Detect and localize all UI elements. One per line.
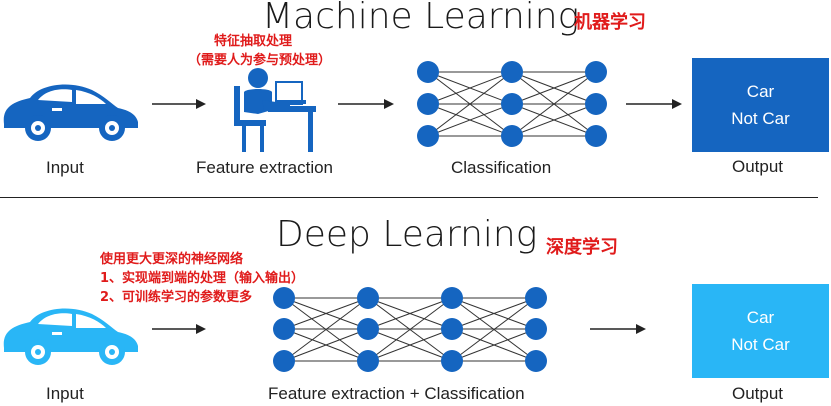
network-node bbox=[525, 350, 547, 372]
network-node bbox=[357, 318, 379, 340]
label-feature-extraction-classification: Feature extraction + Classification bbox=[268, 384, 525, 403]
output-box-ml: Car Not Car bbox=[692, 58, 829, 152]
label-feature-extraction: Feature extraction bbox=[196, 158, 334, 177]
network-node bbox=[273, 350, 295, 372]
network-node bbox=[525, 287, 547, 309]
page-title-deep-learning: Deep Learning bbox=[276, 214, 538, 255]
output-not-car-label: Not Car bbox=[731, 109, 790, 128]
arrow-right-icon bbox=[152, 99, 206, 109]
label-classification: Classification bbox=[451, 158, 552, 177]
network-edge bbox=[451, 297, 537, 330]
network-node bbox=[273, 318, 295, 340]
label-output: Output bbox=[732, 157, 784, 176]
arrow-right-icon bbox=[152, 324, 206, 334]
section-divider bbox=[0, 197, 818, 198]
feature-note-line2: （需要人为参与预处理） bbox=[188, 53, 332, 68]
network-node bbox=[501, 93, 523, 115]
dl-note-line3: 2、可训练学习的参数更多 bbox=[100, 290, 253, 305]
network-edge bbox=[427, 71, 513, 105]
network-edge bbox=[283, 297, 369, 330]
network-node bbox=[417, 61, 439, 83]
network-edge bbox=[367, 297, 453, 330]
network-edge bbox=[367, 328, 453, 362]
network-edge bbox=[283, 328, 369, 362]
network-node bbox=[417, 125, 439, 147]
network-edge bbox=[427, 71, 513, 137]
person-at-desk-icon bbox=[234, 68, 316, 152]
network-node bbox=[357, 287, 379, 309]
network-node bbox=[273, 287, 295, 309]
network-node bbox=[585, 93, 607, 115]
network-node bbox=[357, 350, 379, 372]
neural-network-icon bbox=[273, 287, 547, 372]
output-box-dl: Car Not Car bbox=[692, 284, 829, 378]
network-edge bbox=[367, 297, 453, 362]
output-car-label: Car bbox=[746, 308, 775, 327]
neural-network-icon bbox=[417, 61, 607, 147]
car-icon bbox=[3, 308, 139, 365]
network-edge bbox=[511, 103, 597, 137]
page-title-machine-learning: Machine Learning bbox=[262, 0, 580, 37]
dl-note-line2: 1、实现端到端的处理（输入输出） bbox=[100, 271, 305, 286]
label-output: Output bbox=[732, 384, 784, 403]
network-node bbox=[525, 318, 547, 340]
dl-note-line1: 使用更大更深的神经网络 bbox=[100, 252, 244, 267]
network-edge bbox=[283, 297, 369, 362]
title-translation-cn: 机器学习 bbox=[574, 12, 646, 33]
network-node bbox=[585, 125, 607, 147]
output-car-label: Car bbox=[746, 82, 775, 101]
network-edge bbox=[427, 103, 513, 137]
arrow-right-icon bbox=[626, 99, 682, 109]
output-not-car-label: Not Car bbox=[731, 335, 790, 354]
network-node bbox=[441, 287, 463, 309]
feature-note-line1: 特征抽取处理 bbox=[214, 34, 293, 49]
network-edge bbox=[451, 328, 537, 362]
network-edge bbox=[511, 71, 597, 137]
car-icon bbox=[3, 84, 139, 141]
network-node bbox=[441, 318, 463, 340]
label-input: Input bbox=[46, 158, 84, 177]
network-node bbox=[585, 61, 607, 83]
arrow-right-icon bbox=[590, 324, 646, 334]
network-edge bbox=[511, 71, 597, 105]
title-translation-cn: 深度学习 bbox=[546, 237, 618, 258]
network-node bbox=[441, 350, 463, 372]
label-input: Input bbox=[46, 384, 84, 403]
arrow-right-icon bbox=[338, 99, 394, 109]
network-node bbox=[417, 93, 439, 115]
network-node bbox=[501, 125, 523, 147]
network-node bbox=[501, 61, 523, 83]
network-edge bbox=[451, 297, 537, 362]
